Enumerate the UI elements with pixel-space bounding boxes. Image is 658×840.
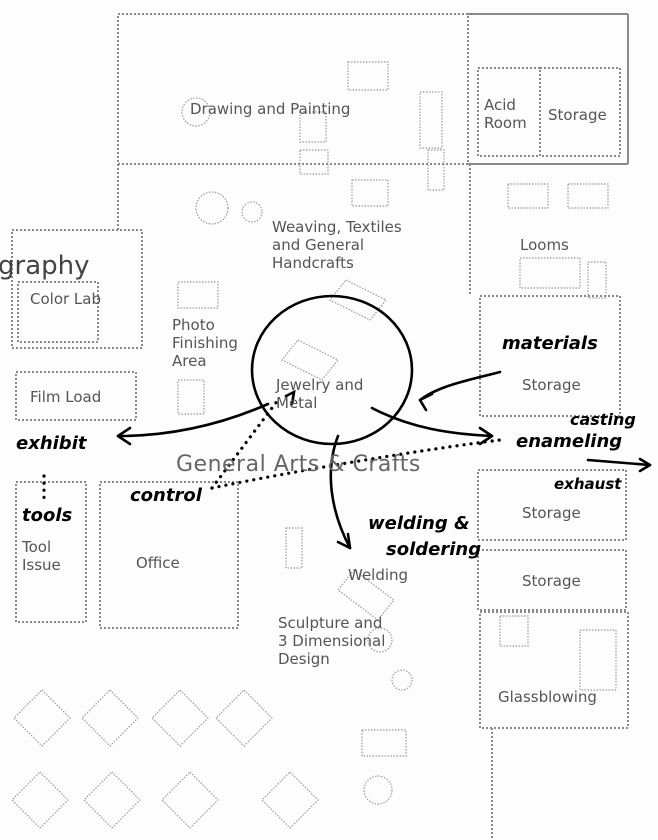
control-dotted-line-2 — [210, 438, 502, 490]
room-drawing-painting: Drawing and Painting — [190, 100, 351, 118]
annotation-control: control — [130, 485, 202, 506]
exhaust-arrow — [586, 458, 652, 467]
room-looms: Looms — [520, 236, 569, 254]
room-office: Office — [136, 554, 180, 572]
jewelry-circle — [250, 294, 414, 446]
room-jewelry-metal: Jewelry and Metal — [276, 376, 364, 412]
room-photo-finishing: Photo Finishing Area — [172, 316, 238, 370]
area-general-arts-crafts: General Arts & Crafts — [176, 452, 421, 477]
annotation-ink — [42, 294, 652, 550]
room-sculpture: Sculpture and 3 Dimensional Design — [278, 614, 386, 668]
welding-arrow — [329, 434, 352, 550]
room-storage-low2: Storage — [522, 572, 581, 590]
room-storage-top: Storage — [548, 106, 607, 124]
room-weaving: Weaving, Textiles and General Handcrafts — [272, 218, 402, 272]
casting-arrow — [370, 406, 494, 438]
control-arrowhead — [284, 389, 296, 406]
annotation-exhibit: exhibit — [16, 433, 87, 454]
room-glassblowing: Glassblowing — [498, 688, 597, 706]
annotation-materials: materials — [502, 333, 598, 354]
annotation-soldering: soldering — [386, 539, 482, 560]
room-color-lab: Color Lab — [30, 290, 102, 308]
walls — [11, 13, 629, 840]
room-storage-mid: Storage — [522, 376, 581, 394]
annotation-enameling: enameling — [516, 431, 623, 452]
room-welding: Welding — [348, 566, 409, 584]
room-photography: graphy — [0, 251, 90, 281]
annotation-casting: casting — [570, 410, 636, 429]
room-acid-room: Acid Room — [484, 96, 527, 132]
furniture — [11, 61, 617, 829]
room-storage-low: Storage — [522, 504, 581, 522]
annotation-exhaust: exhaust — [554, 475, 622, 493]
annotation-tools: tools — [22, 505, 73, 526]
room-film-load: Film Load — [30, 388, 102, 406]
annotation-welding: welding & — [368, 513, 470, 534]
control-dotted-line-1 — [210, 398, 280, 490]
materials-arrow — [418, 370, 502, 402]
exhibit-arrow — [116, 402, 270, 438]
room-tool-issue: Tool Issue — [22, 538, 61, 574]
